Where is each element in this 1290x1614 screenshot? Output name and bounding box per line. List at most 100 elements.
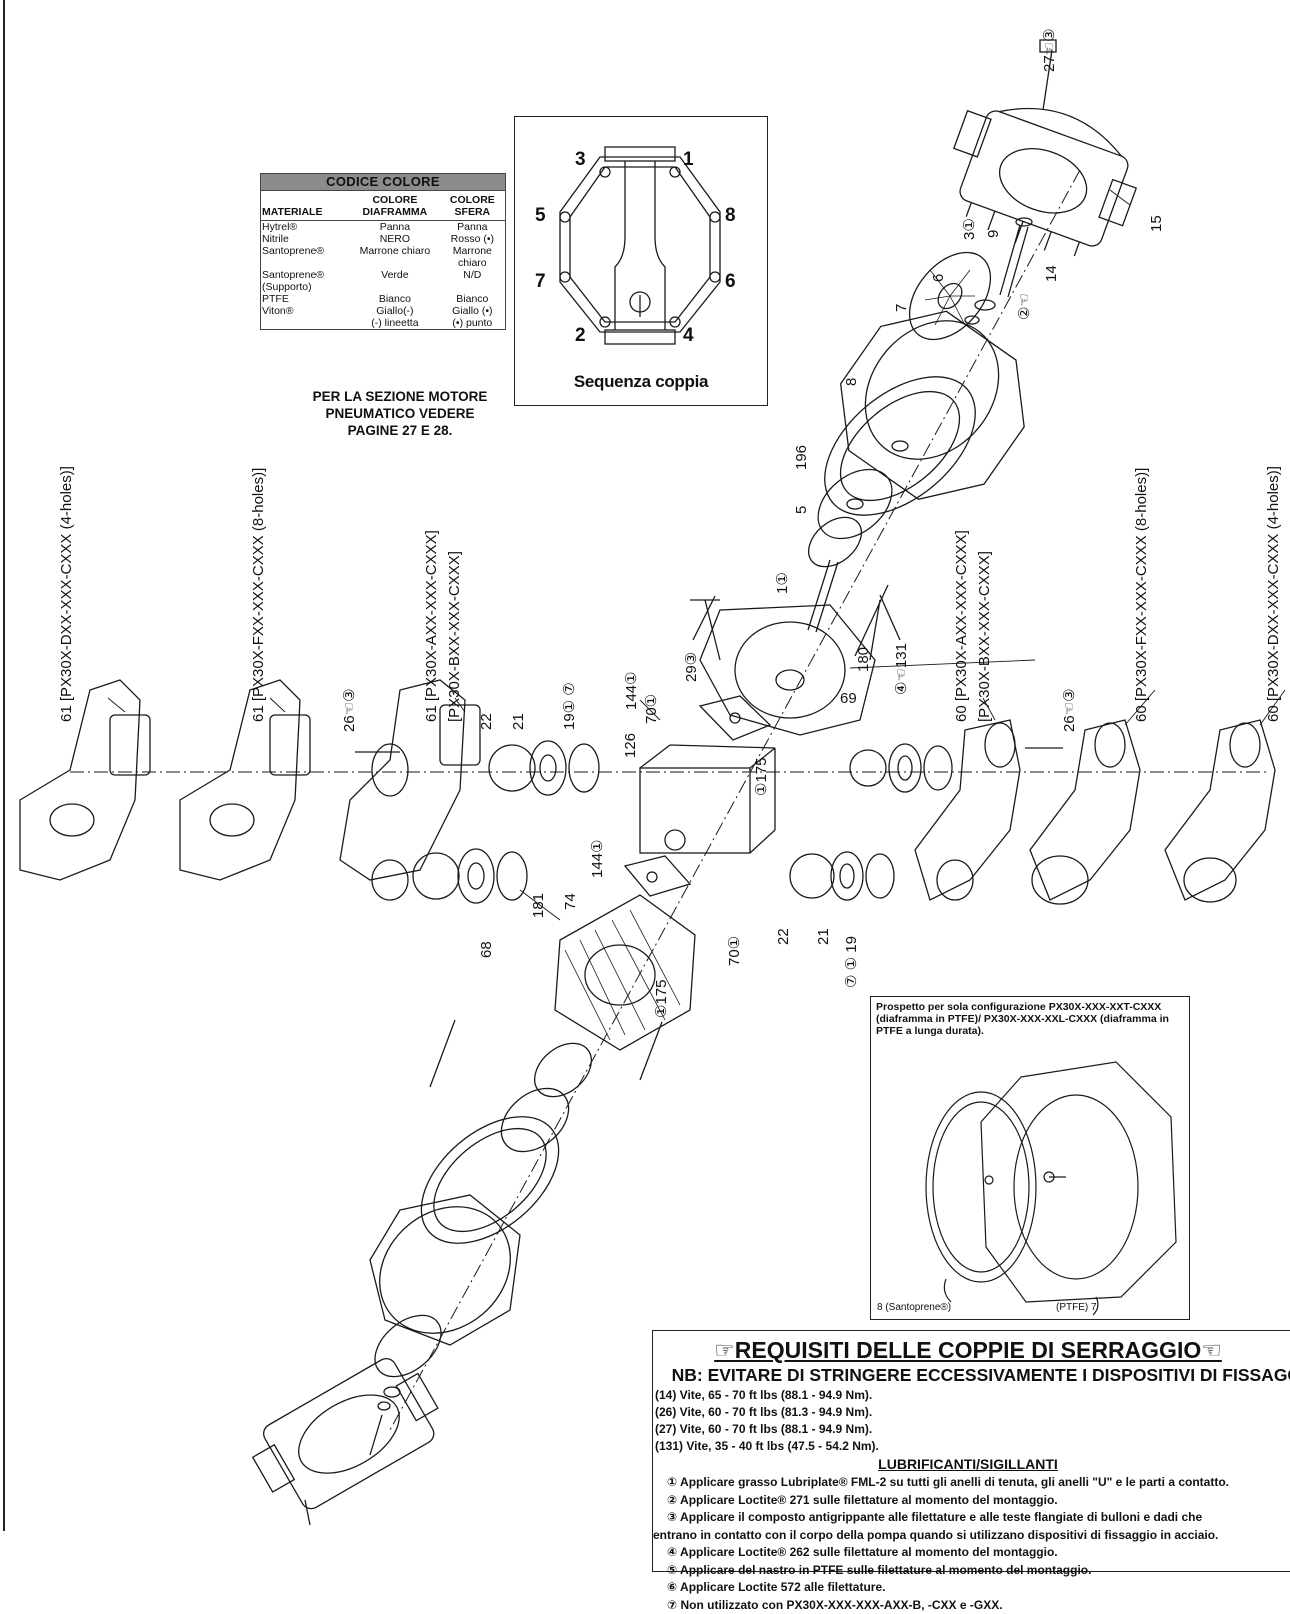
ball-cell: Rosso (•) xyxy=(440,233,506,245)
ptfe-label-8: 8 (Santoprene®) xyxy=(877,1302,951,1313)
part-label-181: 181 xyxy=(530,893,547,918)
ball-cell: Marrone chiaro xyxy=(440,245,506,269)
part-label-70-bot: 70① xyxy=(725,936,743,966)
part-label-5: 5 xyxy=(793,506,810,514)
part-label-21-right: 21 xyxy=(815,928,832,945)
lubricants-title: LUBRIFICANTI/SIGILLANTI xyxy=(653,1456,1283,1472)
table-row: Santoprene® Marrone chiaro Marrone chiar… xyxy=(261,245,506,269)
torque-item: (14) Vite, 65 - 70 ft lbs (88.1 - 94.9 N… xyxy=(655,1387,879,1404)
lubricant-item: ⑥ Applicare Loctite 572 alle filettature… xyxy=(653,1579,1290,1597)
torque-item: (27) Vite, 60 - 70 ft lbs (88.1 - 94.9 N… xyxy=(655,1421,879,1438)
manifold-61-8holes xyxy=(180,680,310,880)
footnote-dot: (•) punto xyxy=(440,317,506,330)
fluid-cap-top xyxy=(931,83,1152,276)
part-label-26-right: 26☜③ xyxy=(1060,688,1078,732)
manifold-label-61-b: [PX30X-BXX-XXX-CXXX] xyxy=(446,551,463,722)
part-label-19-left: 19① ⑦ xyxy=(560,682,578,730)
part-label-3: 3① xyxy=(960,218,978,240)
material-cell: Viton® xyxy=(261,305,351,317)
table-row: PTFE Bianco Bianco xyxy=(261,293,506,305)
manifold-60-ab xyxy=(915,720,1063,900)
color-code-table: CODICE COLORE MATERIALE COLORE DIAFRAMMA… xyxy=(260,173,506,330)
part-label-68: 68 xyxy=(478,941,495,958)
part-label-14-note: ②☜ xyxy=(1015,293,1033,320)
material-cell: PTFE xyxy=(261,293,351,305)
torque-warning: NB: EVITARE DI STRINGERE ECCESSIVAMENTE … xyxy=(653,1365,1290,1386)
part-label-15: 15 xyxy=(1148,215,1165,232)
torque-item: (131) Vite, 35 - 40 ft lbs (47.5 - 54.2 … xyxy=(655,1438,879,1455)
color-code-title: CODICE COLORE xyxy=(260,173,506,191)
torque-list: (14) Vite, 65 - 70 ft lbs (88.1 - 94.9 N… xyxy=(655,1387,879,1455)
sequence-number: 4 xyxy=(683,325,694,347)
manifold-61-4holes xyxy=(20,680,150,880)
part-label-27: 27☜③ xyxy=(1040,28,1058,72)
ptfe-diaphragm-drawing xyxy=(871,997,1189,1319)
ptfe-label-7: (PTFE) 7 xyxy=(1056,1302,1097,1313)
part-label-74: 74 xyxy=(562,893,579,910)
sequence-number: 7 xyxy=(535,271,546,293)
part-label-175-top: ①175 xyxy=(752,758,770,796)
part-label-9: 9 xyxy=(985,230,1002,238)
part-label-1: 1① xyxy=(773,572,791,594)
table-row-footnote: (-) lineetta (•) punto xyxy=(261,317,506,330)
manifold-label-60-b: [PX30X-BXX-XXX-CXXX] xyxy=(976,551,993,722)
torque-item: (26) Vite, 60 - 70 ft lbs (81.3 - 94.9 N… xyxy=(655,1404,879,1421)
col-header-material: MATERIALE xyxy=(261,191,351,221)
lubricants-list: ① Applicare grasso Lubriplate® FML-2 su … xyxy=(653,1474,1290,1614)
lubricant-item: ⑤ Applicare del nastro in PTFE sulle fil… xyxy=(653,1562,1290,1580)
part-label-26-left: 26☜③ xyxy=(340,688,358,732)
torque-sequence-box: 3 1 5 8 7 6 2 4 Sequenza coppia xyxy=(514,116,768,406)
manifold-60-4holes xyxy=(1165,720,1275,902)
lubricant-item: ⑦ Non utilizzato con PX30X-XXX-XXX-AXX-B… xyxy=(653,1597,1290,1614)
material-cell: Santoprene® (Supporto) xyxy=(261,269,351,293)
sequence-number: 8 xyxy=(725,205,736,227)
part-label-144-top: 144① xyxy=(622,672,640,710)
manifold-label-60-a: 60 [PX30X-AXX-XXX-CXXX] xyxy=(953,530,970,722)
manifold-label-61-8holes: 61 [PX30X-FXX-XXX-CXXX (8-holes)] xyxy=(250,468,267,722)
part-label-19-right: ⑦ ① 19 xyxy=(842,936,860,988)
part-label-7: 7 xyxy=(893,304,910,312)
table-row: Nitrile NERO Rosso (•) xyxy=(261,233,506,245)
part-label-126: 126 xyxy=(622,733,639,758)
table-row: Hytrel® Panna Panna xyxy=(261,221,506,234)
sequence-number: 5 xyxy=(535,205,546,227)
diaphragm-cell: Panna xyxy=(350,221,440,234)
lubricant-item: entrano in contatto con il corpo della p… xyxy=(653,1527,1290,1545)
part-label-22-right: 22 xyxy=(775,928,792,945)
manifold-label-61-a: 61 [PX30X-AXX-XXX-CXXX] xyxy=(423,530,440,722)
diaphragm-cell: Marrone chiaro xyxy=(350,245,440,269)
part-label-6: 6 xyxy=(930,274,947,282)
part-label-29: 29③ xyxy=(682,652,700,682)
diaphragm-cell: Giallo(-) xyxy=(350,305,440,317)
part-label-21-left: 21 xyxy=(510,713,527,730)
manifold-label-60-4holes: 60 [PX30X-DXX-XXX-CXXX (4-holes)] xyxy=(1265,466,1282,722)
diaphragm-cell: Bianco xyxy=(350,293,440,305)
part-label-196: 196 xyxy=(793,445,810,470)
lubricant-item: ② Applicare Loctite® 271 sulle filettatu… xyxy=(653,1492,1290,1510)
manifold-label-60-8holes: 60 [PX30X-FXX-XXX-CXXX (8-holes)] xyxy=(1133,468,1150,722)
torque-sequence-caption: Sequenza coppia xyxy=(515,372,767,392)
part-label-8: 8 xyxy=(843,378,860,386)
sequence-number: 1 xyxy=(683,149,694,171)
ptfe-config-inset: Prospetto per sola configurazione PX30X-… xyxy=(870,996,1190,1320)
torque-sequence-diagram xyxy=(515,117,767,367)
material-cell: Nitrile xyxy=(261,233,351,245)
part-label-144-bot: 144① xyxy=(588,840,606,878)
ball-cell: Panna xyxy=(440,221,506,234)
part-label-14: 14 xyxy=(1043,265,1060,282)
sequence-number: 3 xyxy=(575,149,586,171)
part-label-131: ④☜131 xyxy=(892,643,910,695)
col-header-ball: COLORE SFERA xyxy=(440,191,506,221)
part-label-22-left: 22 xyxy=(478,713,495,730)
footnote-dash: (-) lineetta xyxy=(350,317,440,330)
material-cell: Hytrel® xyxy=(261,221,351,234)
table-row: Viton® Giallo(-) Giallo (•) xyxy=(261,305,506,317)
part-label-175-bot: ①175 xyxy=(652,980,670,1018)
part-label-70-top: 70① xyxy=(642,694,660,724)
sequence-number: 2 xyxy=(575,325,586,347)
lubricant-item: ① Applicare grasso Lubriplate® FML-2 su … xyxy=(653,1474,1290,1492)
ball-cell: N/D xyxy=(440,269,506,293)
lubricant-item: ③ Applicare il composto antigrippante al… xyxy=(653,1509,1290,1527)
part-label-69: 69 xyxy=(840,690,857,707)
col-header-diaphragm: COLORE DIAFRAMMA xyxy=(350,191,440,221)
